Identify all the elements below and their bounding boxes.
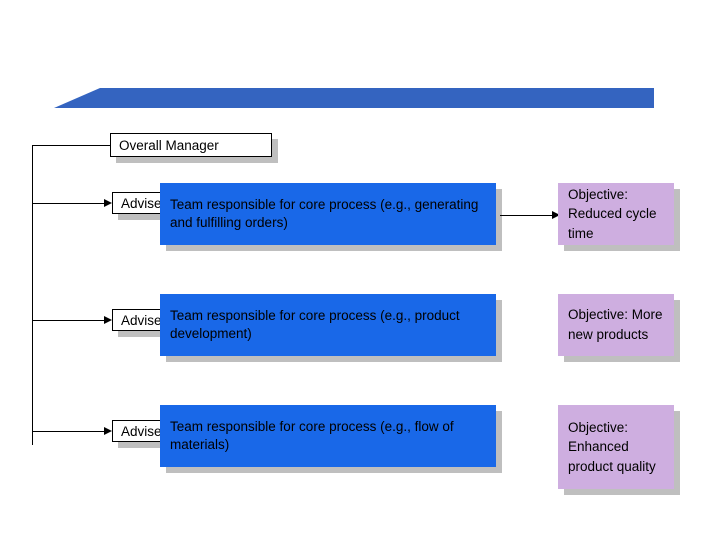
objective-line-1 [500, 215, 552, 216]
objective-1-box[interactable]: Objective: Reduced cycle time [558, 183, 674, 245]
adviser-2-label: Adviser [121, 312, 167, 328]
team-1-box[interactable]: Team responsible for core process (e.g.,… [160, 183, 496, 245]
branch-arrow-2 [104, 316, 112, 324]
team-3-label: Team responsible for core process (e.g.,… [170, 418, 454, 452]
overall-manager-label: Overall Manager [119, 137, 219, 153]
objective-1-label: Objective: Reduced cycle time [568, 186, 657, 241]
team-2-box[interactable]: Team responsible for core process (e.g.,… [160, 294, 496, 356]
objective-3-box[interactable]: Objective: Enhanced product quality [558, 405, 674, 489]
branch-line-2 [32, 320, 104, 321]
header-band [54, 88, 654, 108]
objective-2-label: Objective: More new products [568, 307, 663, 342]
team-3-box[interactable]: Team responsible for core process (e.g.,… [160, 405, 496, 467]
objective-2-box[interactable]: Objective: More new products [558, 294, 674, 356]
adviser-1-label: Adviser [121, 195, 167, 211]
objective-arrow-1 [552, 211, 560, 219]
trunk-top-connector [32, 145, 110, 146]
team-2-label: Team responsible for core process (e.g.,… [170, 307, 460, 341]
branch-arrow-3 [104, 427, 112, 435]
team-1-label: Team responsible for core process (e.g.,… [170, 196, 479, 230]
trunk-vertical [32, 145, 33, 445]
objective-3-label: Objective: Enhanced product quality [568, 419, 656, 474]
overall-manager-box[interactable]: Overall Manager [110, 133, 272, 157]
adviser-3-label: Adviser [121, 423, 167, 439]
branch-line-3 [32, 431, 104, 432]
branch-arrow-1 [104, 199, 112, 207]
branch-line-1 [32, 203, 104, 204]
